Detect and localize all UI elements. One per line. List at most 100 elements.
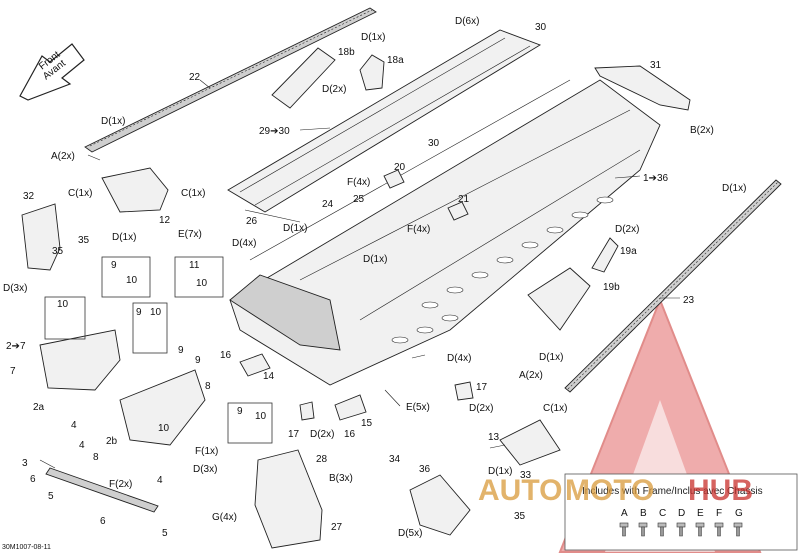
callout-4-c: 4 (157, 475, 163, 486)
callout-g4x: G(4x) (212, 512, 237, 523)
callout-d1x-left: D(1x) (101, 116, 125, 127)
callout-22: 22 (189, 72, 201, 83)
callout-7: 7 (10, 366, 16, 377)
hardware-box-9-10 (101, 256, 151, 298)
callout-9-d: 9 (195, 355, 201, 366)
part-1-tunnel (229, 79, 661, 386)
callout-2-7: 2➔7 (6, 341, 26, 352)
callout-10-c: 10 (57, 299, 69, 310)
callout-c1x-32: C(1x) (68, 188, 92, 199)
callout-9-a: 9 (111, 260, 117, 271)
callout-1-36: 1➔36 (643, 173, 669, 184)
fastener-icon (657, 522, 667, 528)
callout-28: 28 (316, 454, 328, 465)
legend-item-f: F (716, 508, 722, 519)
part-17-plate-a (299, 401, 315, 421)
callout-10-a: 10 (126, 275, 138, 286)
callout-9-e: 9 (237, 406, 243, 417)
fastener-shank-icon (641, 526, 645, 537)
hardware-box-11-10 (174, 256, 224, 298)
callout-d1x-right: D(1x) (722, 183, 746, 194)
callout-f4x-20: F(4x) (347, 177, 370, 188)
fastener-icon (733, 522, 743, 528)
part-17-plate-b (454, 381, 474, 401)
callout-10-f: 10 (158, 423, 170, 434)
fastener-shank-icon (660, 526, 664, 537)
callout-d1x-top: D(1x) (361, 32, 385, 43)
callout-10-b: 10 (196, 278, 208, 289)
callout-d3x-mid: D(3x) (193, 464, 217, 475)
tunnel-cooler-slots (391, 196, 614, 344)
callout-d2x-18: D(2x) (322, 84, 346, 95)
callout-d1x-mid: D(1x) (283, 223, 307, 234)
callout-6-a: 6 (30, 474, 36, 485)
callout-19b: 19b (603, 282, 620, 293)
callout-9-c: 9 (178, 345, 184, 356)
callout-17-mid: 17 (288, 429, 300, 440)
callout-26: 26 (246, 216, 258, 227)
callout-12: 12 (159, 215, 171, 226)
front-arrow: Front Avant (19, 43, 85, 101)
callout-a2x-left: A(2x) (51, 151, 75, 162)
callout-17-right: 17 (476, 382, 488, 393)
callout-10-e: 10 (255, 411, 267, 422)
callout-b3x: B(3x) (329, 473, 353, 484)
part-12-bracket (101, 167, 169, 213)
callout-21: 21 (458, 194, 470, 205)
part-18b-bracket (271, 47, 336, 109)
legend-item-a: A (621, 508, 628, 519)
callout-d1x-13: D(1x) (488, 466, 512, 477)
part-20-bracket (383, 169, 405, 189)
callout-19a: 19a (620, 246, 637, 257)
fastener-shank-icon (717, 526, 721, 537)
callout-4-a: 4 (71, 420, 77, 431)
callout-d1x-23: D(1x) (539, 352, 563, 363)
callout-3: 3 (22, 458, 28, 469)
callout-16-a: 16 (220, 350, 232, 361)
callout-c1x-13: C(1x) (543, 403, 567, 414)
callout-4-b: 4 (79, 440, 85, 451)
part-21-bracket (447, 201, 469, 221)
callout-d2x-19a: D(2x) (615, 224, 639, 235)
callout-11: 11 (189, 260, 200, 271)
callout-34: 34 (389, 454, 401, 465)
callout-d1x-12: D(1x) (112, 232, 136, 243)
part-22-rail-left (84, 7, 377, 153)
legend-item-g: G (735, 508, 743, 519)
callout-25: 25 (353, 194, 365, 205)
callout-32: 32 (23, 191, 35, 202)
part-23-rail-right (564, 179, 782, 393)
hardware-box-9-10-b (132, 302, 168, 354)
part-15-plate (334, 394, 367, 421)
part-26-rod (244, 209, 301, 223)
callout-d2x-17: D(2x) (469, 403, 493, 414)
callout-35-right: 35 (514, 511, 526, 522)
part-31-bracket (594, 65, 691, 111)
callout-16-b: 16 (344, 429, 356, 440)
part-14-plate (239, 353, 271, 377)
callout-24: 24 (322, 199, 334, 210)
callout-18a: 18a (387, 55, 404, 66)
fastener-icon (619, 522, 629, 528)
callout-d6x: D(6x) (455, 16, 479, 27)
callout-20: 20 (394, 162, 406, 173)
callout-d5x: D(5x) (398, 528, 422, 539)
watermark-text: AUTO MOTO HUB (478, 474, 753, 507)
part-36-bracket (409, 474, 471, 536)
fastener-icon (638, 522, 648, 528)
part-19a-bracket (591, 237, 619, 273)
callout-33: 33 (520, 470, 532, 481)
part-2a-bracket (39, 329, 121, 391)
callout-18b: 18b (338, 47, 355, 58)
fastener-icon (695, 522, 705, 528)
callout-35-mid: 35 (52, 246, 64, 257)
callout-d2x-mid: D(2x) (310, 429, 334, 440)
callout-14: 14 (263, 371, 275, 382)
part-27-cooler (254, 449, 323, 549)
hardware-box-10-9 (44, 296, 86, 340)
watermark-hub: HUB (688, 474, 753, 507)
legend-item-e: E (697, 508, 704, 519)
callout-10-d: 10 (150, 307, 162, 318)
